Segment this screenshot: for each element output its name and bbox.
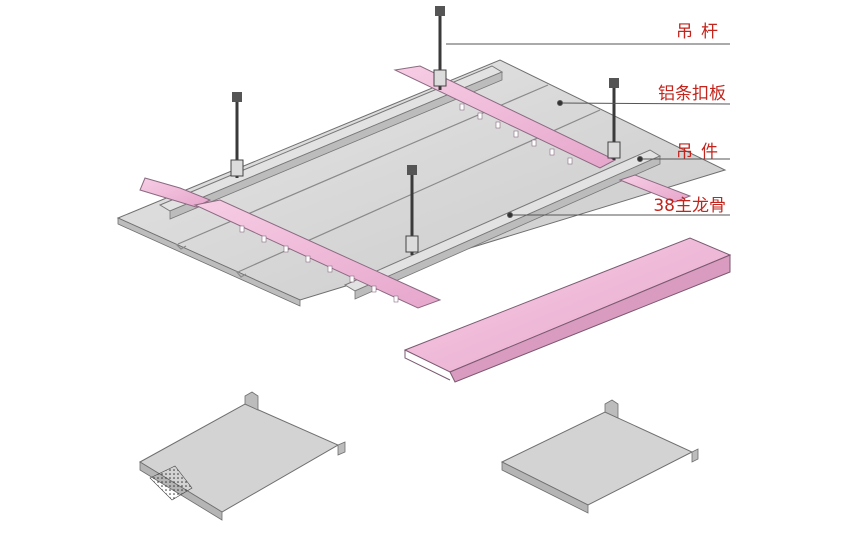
carrier-rails (139, 65, 692, 309)
label-hanger-rod: 吊杆 (676, 22, 726, 42)
hanger-rod-top (433, 6, 447, 90)
hanger-rod-right (607, 78, 621, 160)
carrier-front-teeth (239, 225, 399, 303)
main-keels (158, 65, 662, 300)
main-keel-back-side (169, 71, 503, 220)
carrier-right (618, 174, 692, 203)
hanger-rod-front (405, 165, 419, 255)
hanger-rod-left (230, 92, 244, 178)
main-keel-front-side (354, 155, 661, 300)
panel-front-edge (117, 217, 301, 307)
leader-lines (446, 43, 731, 218)
carrier-rear-teeth (459, 103, 573, 165)
carrier-front (193, 199, 442, 309)
loose-strip-panel (403, 237, 732, 383)
loose-panel-lip (449, 254, 731, 383)
profile-plain (500, 399, 699, 514)
loose-panel-face (403, 237, 732, 373)
hanger-rods (230, 6, 621, 255)
label-hanger-clip: 吊件 (676, 142, 726, 162)
profile-perforated (139, 391, 346, 521)
label-aluminum-strip-panel: 铝条扣板 (658, 84, 726, 104)
label-main-keel-38: 38主龙骨 (653, 196, 726, 216)
perforation-patch (149, 465, 193, 501)
